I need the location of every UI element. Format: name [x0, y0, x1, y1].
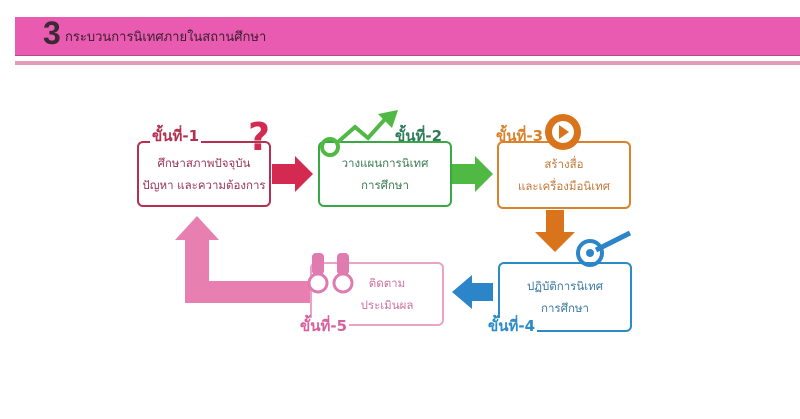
section-header: 3 กระบวนการนิเทศภายในสถานศึกษา	[15, 15, 800, 56]
step-2-box: วางแผนการนิเทศ การศึกษา	[318, 141, 452, 207]
section-number: 3	[43, 15, 61, 51]
arrow-left-blue	[452, 275, 493, 309]
step-4-line1: ปฏิบัติการนิเทศ	[526, 279, 604, 293]
arrow-down-orange	[535, 210, 575, 252]
step-2-label: ขั้นที่-2	[395, 127, 443, 145]
step-5-label: ขั้นที่-5	[298, 317, 350, 335]
arrow-loop-pink	[175, 216, 310, 303]
arrow-right-green	[452, 156, 493, 192]
step-4-line2: การศึกษา	[541, 301, 589, 315]
step-2-line2: การศึกษา	[361, 178, 409, 192]
step-4-label: ขั้นที่-4	[486, 317, 538, 335]
step-1-line1: ศึกษาสภาพปัจจุบัน	[157, 156, 251, 170]
step-5-line2: ประเมินผล	[360, 298, 414, 312]
step-1-line2: ปัญหา และความต้องการ	[142, 178, 266, 192]
divider	[15, 61, 800, 65]
step-1-box: ศึกษาสภาพปัจจุบัน ปัญหา และความต้องการ	[137, 141, 271, 207]
step-5-line1: ติดตาม	[368, 276, 406, 290]
target-icon	[576, 230, 632, 267]
arrow-right-red	[272, 156, 313, 192]
step-3-line2: และเครื่องมือนิเทศ	[517, 179, 611, 193]
step-2-line1: วางแผนการนิเทศ	[341, 156, 429, 170]
section-title: กระบวนการนิเทศภายในสถานศึกษา	[65, 30, 267, 45]
step-1-label: ขั้นที่-1	[150, 127, 202, 145]
step-5-box: ติดตาม ประเมินผล	[310, 262, 444, 326]
step-3-line1: สร้างสื่อ	[544, 157, 584, 171]
step-3-label: ขั้นที่-3	[496, 127, 544, 145]
step-3-box: สร้างสื่อ และเครื่องมือนิเทศ	[497, 141, 631, 209]
